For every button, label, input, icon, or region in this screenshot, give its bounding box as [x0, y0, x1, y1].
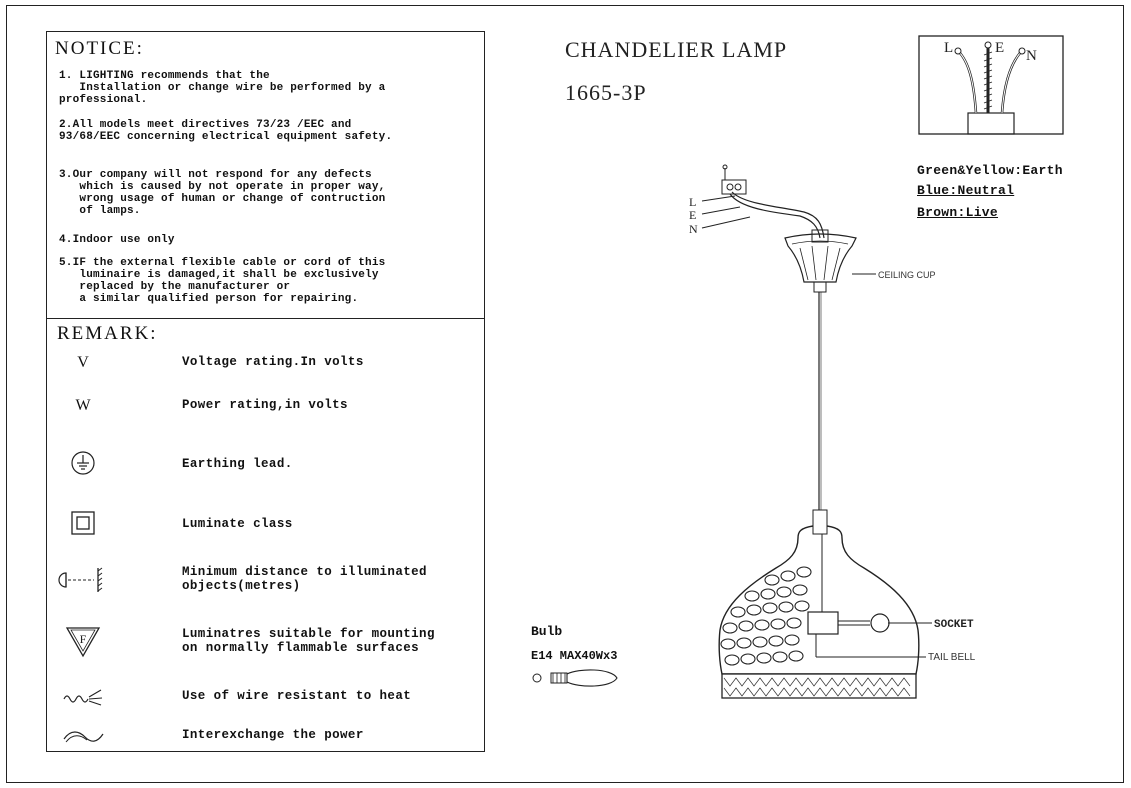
wire-label-n: N: [689, 222, 698, 236]
remark-class-text: Luminate class: [182, 517, 293, 531]
remark-heat-wire-text: Use of wire resistant to heat: [182, 689, 412, 703]
terminal-label-e: E: [995, 40, 1004, 56]
remark-power-text: Power rating,in volts: [182, 398, 348, 412]
class-ii-icon: [60, 506, 106, 540]
terminal-box-diagram: L E N: [918, 35, 1064, 135]
notice-item-1: 1. LIGHTING recommends that the Installa…: [59, 70, 386, 106]
info-panel: [46, 31, 485, 752]
wire-label-l: L: [689, 195, 696, 209]
ceiling-cup-label: CEILING CUP: [878, 270, 936, 280]
distance-icon: [58, 563, 106, 597]
tail-bell-label: TAIL BELL: [928, 652, 976, 663]
notice-heading: NOTICE:: [55, 38, 144, 59]
notice-item-3: 3.Our company will not respond for any d…: [59, 169, 386, 217]
glass-shade: [718, 509, 932, 699]
legend-neutral: Blue:Neutral: [917, 183, 1015, 198]
heat-wire-icon: [60, 680, 106, 714]
power-symbol: W: [75, 397, 91, 414]
notice-item-4: 4.Indoor use only: [59, 234, 175, 246]
terminal-label-n: N: [1026, 48, 1037, 64]
socket-label: SOCKET: [934, 619, 974, 631]
wire-label-e: E: [689, 208, 696, 222]
terminal-label-l: L: [944, 40, 953, 56]
earth-icon: [60, 446, 106, 480]
remark-voltage-text: Voltage rating.In volts: [182, 355, 364, 369]
flammable-surface-icon: F: [60, 625, 106, 659]
power-wave-icon: [60, 720, 106, 754]
panel-divider: [46, 318, 485, 319]
legend-earth: Green&Yellow:Earth: [917, 163, 1063, 178]
bulb-icon: [532, 669, 618, 687]
product-model: 1665-3P: [565, 80, 647, 105]
remark-distance-text: Minimum distance to illuminated objects(…: [182, 565, 427, 593]
page-border: [6, 5, 1124, 783]
remark-flammable-text: Luminatres suitable for mounting on norm…: [182, 627, 435, 655]
voltage-symbol: V: [77, 354, 89, 371]
remark-power-wave-text: Interexchange the power: [182, 728, 364, 742]
product-title: CHANDELIER LAMP: [565, 37, 788, 62]
notice-item-2: 2.All models meet directives 73/23 /EEC …: [59, 119, 393, 143]
bulb-label: Bulb: [531, 624, 563, 639]
remark-earth-text: Earthing lead.: [182, 457, 293, 471]
legend-live: Brown:Live: [917, 205, 999, 220]
ceiling-cup: [784, 229, 876, 293]
chandelier-drawing: L E N CEILING CUP: [689, 164, 976, 699]
bulb-spec: E14 MAX40Wx3: [531, 649, 618, 663]
notice-item-5: 5.IF the external flexible cable or cord…: [59, 257, 386, 305]
mounting-bracket: [701, 164, 825, 239]
flammable-symbol-letter: F: [80, 632, 87, 646]
remark-heading: REMARK:: [57, 323, 158, 344]
